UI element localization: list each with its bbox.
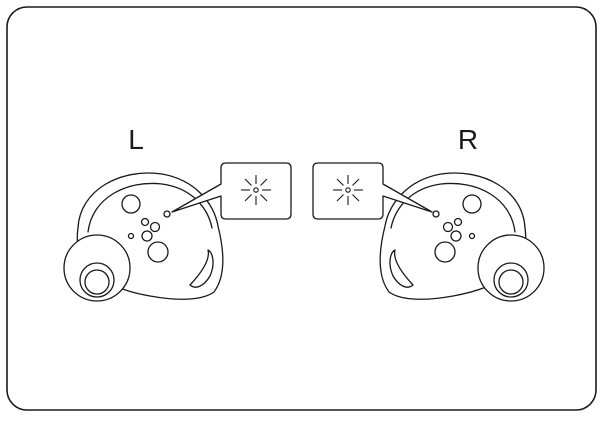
right-sensor-bottom (434, 241, 456, 263)
left-earbud-label: L (128, 124, 144, 155)
left-sensor-small-3 (141, 230, 153, 242)
left-led-dot (163, 210, 171, 218)
left-sensor-small-2 (149, 221, 161, 233)
right-sensor-large (462, 194, 482, 214)
left-callout-bubble (171, 162, 292, 220)
diagram-frame (6, 6, 597, 411)
left-led-callout (171, 162, 292, 220)
left-sensor-bottom (147, 241, 169, 263)
right-sensor-tiny (468, 232, 476, 240)
right-ear-tip-nozzle-inner (498, 269, 524, 295)
right-earbud-rim (390, 182, 516, 233)
left-sensor-large (121, 194, 141, 214)
left-ear-tip-nozzle-inner (84, 269, 110, 295)
right-callout-bubble (312, 162, 433, 220)
left-sensor-small-1 (140, 217, 150, 227)
right-earbud-wing (389, 249, 414, 288)
right-sensor-small-3 (450, 230, 462, 242)
right-earbud-label: R (458, 124, 478, 155)
right-sensor-small-1 (453, 217, 463, 227)
left-earbud-wing (189, 249, 214, 288)
right-led-callout (312, 162, 433, 220)
left-sensor-tiny (127, 232, 135, 240)
left-earbud-rim (87, 182, 213, 233)
led-blink-icon (241, 175, 271, 205)
right-led-dot (432, 210, 440, 218)
right-sensor-small-2 (442, 221, 454, 233)
led-blink-icon (333, 175, 363, 205)
